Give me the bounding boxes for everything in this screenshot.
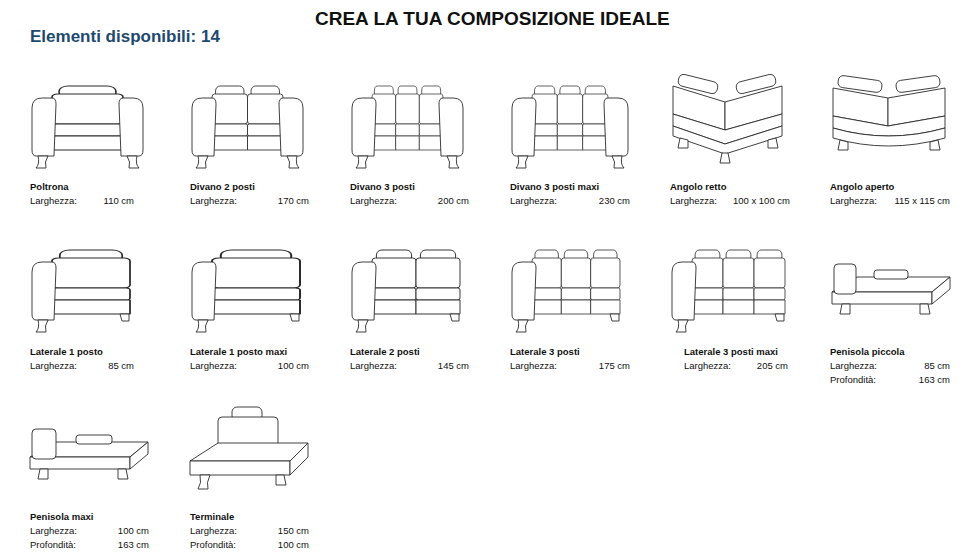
element-name: Divano 3 posti bbox=[350, 180, 469, 194]
dimension-label: Larghezza: bbox=[190, 359, 237, 373]
element-name: Angolo aperto bbox=[830, 180, 950, 194]
dimension-value: 85 cm bbox=[108, 359, 134, 373]
element-caption: TerminaleLarghezza: 150 cm Profondità: 100 … bbox=[190, 510, 309, 552]
dimension-row: Larghezza: 205 cm bbox=[684, 359, 788, 373]
dimension-label: Larghezza: bbox=[350, 359, 397, 373]
dimension-value: 100 cm bbox=[278, 538, 309, 552]
element-caption: Angolo apertoLarghezza: 115 x 115 cm bbox=[830, 180, 950, 208]
dimension-row: Larghezza: 170 cm bbox=[190, 194, 309, 208]
element-caption: Laterale 1 postoLarghezza: 85 cm bbox=[30, 345, 134, 373]
element-caption: Penisola maxiLarghezza:100 cmProfondità:… bbox=[30, 510, 149, 552]
dimension-value: 175 cm bbox=[599, 359, 630, 373]
dimension-row: Larghezza: 115 x 115 cm bbox=[830, 194, 950, 208]
dimension-row: Profondità: 100 cm bbox=[190, 538, 309, 552]
dimension-label: Larghezza: bbox=[350, 194, 397, 208]
dimension-value: 85 cm bbox=[924, 359, 950, 373]
dimension-value: 163 cm bbox=[919, 373, 950, 387]
dimension-label: Larghezza: bbox=[830, 359, 877, 373]
dimension-value: 100 x 100 cm bbox=[733, 194, 790, 208]
dimension-row: Larghezza: 100 cm bbox=[30, 524, 149, 538]
element-caption: Angolo rettoLarghezza: 100 x 100 cm bbox=[670, 180, 790, 208]
element-name: Angolo retto bbox=[670, 180, 790, 194]
dimension-value: 205 cm bbox=[757, 359, 788, 373]
dimension-label: Larghezza: bbox=[190, 194, 237, 208]
dimension-row: Larghezza: 100 x 100 cm bbox=[670, 194, 790, 208]
dimension-value: 230 cm bbox=[599, 194, 630, 208]
dimension-label: Larghezza: bbox=[510, 359, 557, 373]
element-name: Laterale 3 posti bbox=[510, 345, 630, 359]
element-name: Penisola maxi bbox=[30, 510, 149, 524]
element-count: Elementi disponibili: 14 bbox=[30, 27, 220, 47]
dimension-value: 100 cm bbox=[278, 359, 309, 373]
dimension-row: Larghezza: 85 cm bbox=[30, 359, 134, 373]
dimension-value: 170 cm bbox=[278, 194, 309, 208]
element-caption: Laterale 3 posti maxiLarghezza: 205 cm bbox=[684, 345, 788, 373]
dimension-label: Larghezza: bbox=[684, 359, 731, 373]
dimension-value: 200 cm bbox=[438, 194, 469, 208]
page-title: CREA LA TUA COMPOSIZIONE IDEALE bbox=[315, 8, 670, 30]
element-name: Laterale 3 posti maxi bbox=[684, 345, 788, 359]
element-caption: Divano 2 postiLarghezza: 170 cm bbox=[190, 180, 309, 208]
dimension-value: 145 cm bbox=[438, 359, 469, 373]
element-name: Divano 2 posti bbox=[190, 180, 309, 194]
element-caption: Laterale 3 postiLarghezza: 175 cm bbox=[510, 345, 630, 373]
dimension-row: Larghezza: 175 cm bbox=[510, 359, 630, 373]
dimension-row: Profondità: 163 cm bbox=[830, 373, 950, 387]
element-caption: Laterale 2 postiLarghezza: 145 cm bbox=[350, 345, 469, 373]
dimension-label: Profondità: bbox=[830, 373, 876, 387]
dimension-value: 115 x 115 cm bbox=[894, 194, 950, 208]
dimension-row: Profondità: 163 cm bbox=[30, 538, 149, 552]
element-caption: Penisola piccolaLarghezza:85 cmProfondit… bbox=[830, 345, 950, 387]
dimension-label: Larghezza: bbox=[830, 194, 877, 208]
element-name: Penisola piccola bbox=[830, 345, 950, 359]
dimension-row: Larghezza: 230 cm bbox=[510, 194, 630, 208]
element-caption: Divano 3 posti maxiLarghezza: 230 cm bbox=[510, 180, 630, 208]
dimension-label: Profondità: bbox=[190, 538, 236, 552]
element-name: Laterale 2 posti bbox=[350, 345, 469, 359]
dimension-label: Larghezza: bbox=[510, 194, 557, 208]
dimension-label: Larghezza: bbox=[30, 359, 77, 373]
element-caption: Laterale 1 posto maxiLarghezza: 100 cm bbox=[190, 345, 309, 373]
dimension-label: Profondità: bbox=[30, 538, 76, 552]
dimension-row: Larghezza: 85 cm bbox=[830, 359, 950, 373]
element-caption: Divano 3 postiLarghezza: 200 cm bbox=[350, 180, 469, 208]
dimension-row: Larghezza: 150 cm bbox=[190, 524, 309, 538]
dimension-label: Larghezza: bbox=[190, 524, 237, 538]
dimension-label: Larghezza: bbox=[670, 194, 717, 208]
element-caption: PoltronaLarghezza: 110 cm bbox=[30, 180, 134, 208]
element-name: Laterale 1 posto bbox=[30, 345, 134, 359]
element-name: Divano 3 posti maxi bbox=[510, 180, 630, 194]
dimension-row: Larghezza: 200 cm bbox=[350, 194, 469, 208]
dimension-row: Larghezza: 145 cm bbox=[350, 359, 469, 373]
element-name: Laterale 1 posto maxi bbox=[190, 345, 309, 359]
dimension-row: Larghezza: 110 cm bbox=[30, 194, 134, 208]
element-name: Terminale bbox=[190, 510, 309, 524]
dimension-value: 100 cm bbox=[118, 524, 149, 538]
element-name: Poltrona bbox=[30, 180, 134, 194]
dimension-label: Larghezza: bbox=[30, 194, 77, 208]
dimension-row: Larghezza: 100 cm bbox=[190, 359, 309, 373]
dimension-value: 150 cm bbox=[278, 524, 309, 538]
dimension-value: 163 cm bbox=[118, 538, 149, 552]
dimension-value: 110 cm bbox=[104, 194, 134, 208]
dimension-label: Larghezza: bbox=[30, 524, 77, 538]
